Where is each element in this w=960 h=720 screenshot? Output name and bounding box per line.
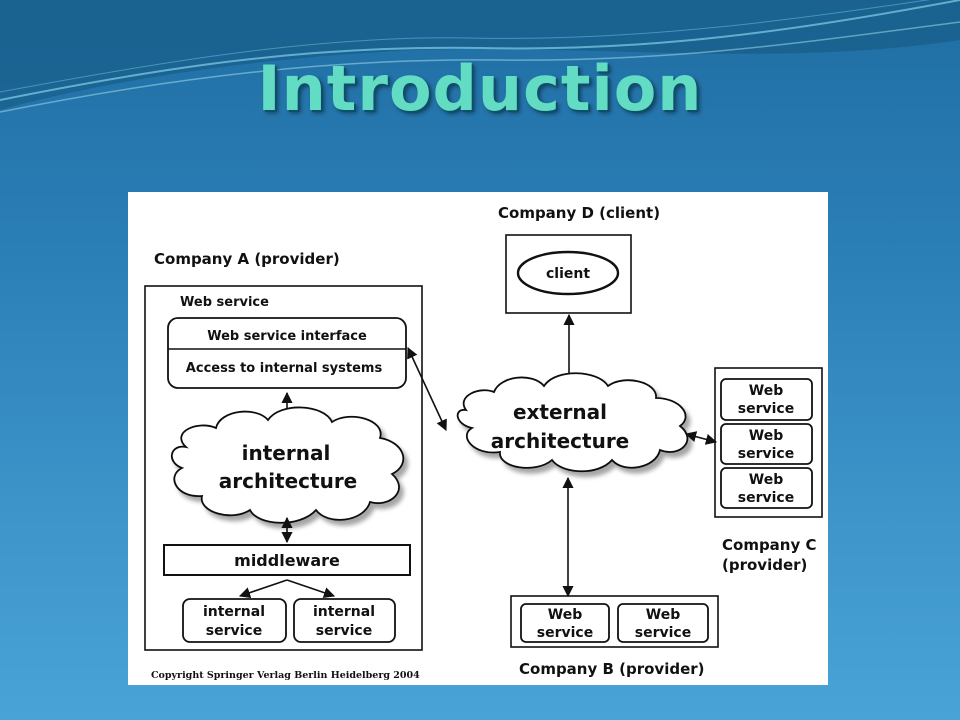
company-b-label: Company B (provider) xyxy=(519,660,705,678)
web-service-label: Web service xyxy=(180,295,269,310)
company-b-web-service-2: Web service xyxy=(617,603,709,643)
company-c-web-service-2: Web service xyxy=(720,423,813,465)
company-b-box xyxy=(510,595,719,648)
access-internal-label: Access to internal systems xyxy=(186,361,383,376)
svg-text:internal: internal xyxy=(203,604,265,620)
middleware-label: middleware xyxy=(234,551,340,570)
client-label: client xyxy=(546,266,590,282)
slide-title: Introduction xyxy=(257,52,703,125)
company-c-box xyxy=(714,367,823,518)
svg-text:service: service xyxy=(738,490,794,506)
svg-text:internal: internal xyxy=(313,604,375,620)
company-d-label: Company D (client) xyxy=(498,204,660,222)
web-service-interface-box: Web service interface Access to internal… xyxy=(167,317,407,389)
svg-text:service: service xyxy=(206,623,262,639)
company-c-web-service-3: Web service xyxy=(720,467,813,509)
company-a-box xyxy=(144,285,423,651)
arrow-external-company-c xyxy=(684,431,718,445)
company-c-label-line2: (provider) xyxy=(722,556,807,574)
svg-text:Web: Web xyxy=(548,607,582,623)
svg-text:Web: Web xyxy=(749,428,783,444)
company-c-web-service-1: Web service xyxy=(720,378,813,421)
web-service-interface-label: Web service interface xyxy=(207,329,367,344)
arrow-middleware-service2 xyxy=(286,579,336,599)
copyright-notice: Copyright Springer Verlag Berlin Heidelb… xyxy=(151,670,420,681)
company-b-web-service-1: Web service xyxy=(520,603,610,643)
architecture-diagram: Company A (provider) Web service Web ser… xyxy=(144,204,823,681)
internal-service-box-1: internal service xyxy=(182,598,287,643)
internal-architecture-line1: internal xyxy=(242,441,331,465)
company-a-label: Company A (provider) xyxy=(154,250,340,268)
svg-text:service: service xyxy=(738,401,794,417)
svg-text:Web: Web xyxy=(646,607,680,623)
company-c-label-line1: Company C xyxy=(722,536,817,554)
internal-architecture-line2: architecture xyxy=(219,469,358,493)
client-ellipse xyxy=(516,250,620,296)
external-architecture-line1: external xyxy=(513,400,607,424)
arrow-middleware-service1 xyxy=(238,579,288,599)
external-architecture-line2: architecture xyxy=(491,429,630,453)
internal-architecture-cloud xyxy=(171,406,405,524)
svg-text:service: service xyxy=(537,625,593,641)
svg-text:Web: Web xyxy=(749,472,783,488)
middleware-box xyxy=(163,544,411,576)
internal-service-box-2: internal service xyxy=(293,598,396,643)
svg-text:service: service xyxy=(316,623,372,639)
diagram-panel: Company A (provider) Web service Web ser… xyxy=(128,192,828,685)
svg-text:service: service xyxy=(738,446,794,462)
header-swoosh xyxy=(0,0,960,113)
svg-text:Web: Web xyxy=(749,383,783,399)
svg-text:service: service xyxy=(635,625,691,641)
company-d-box xyxy=(505,234,632,314)
arrow-interface-external xyxy=(407,346,447,432)
